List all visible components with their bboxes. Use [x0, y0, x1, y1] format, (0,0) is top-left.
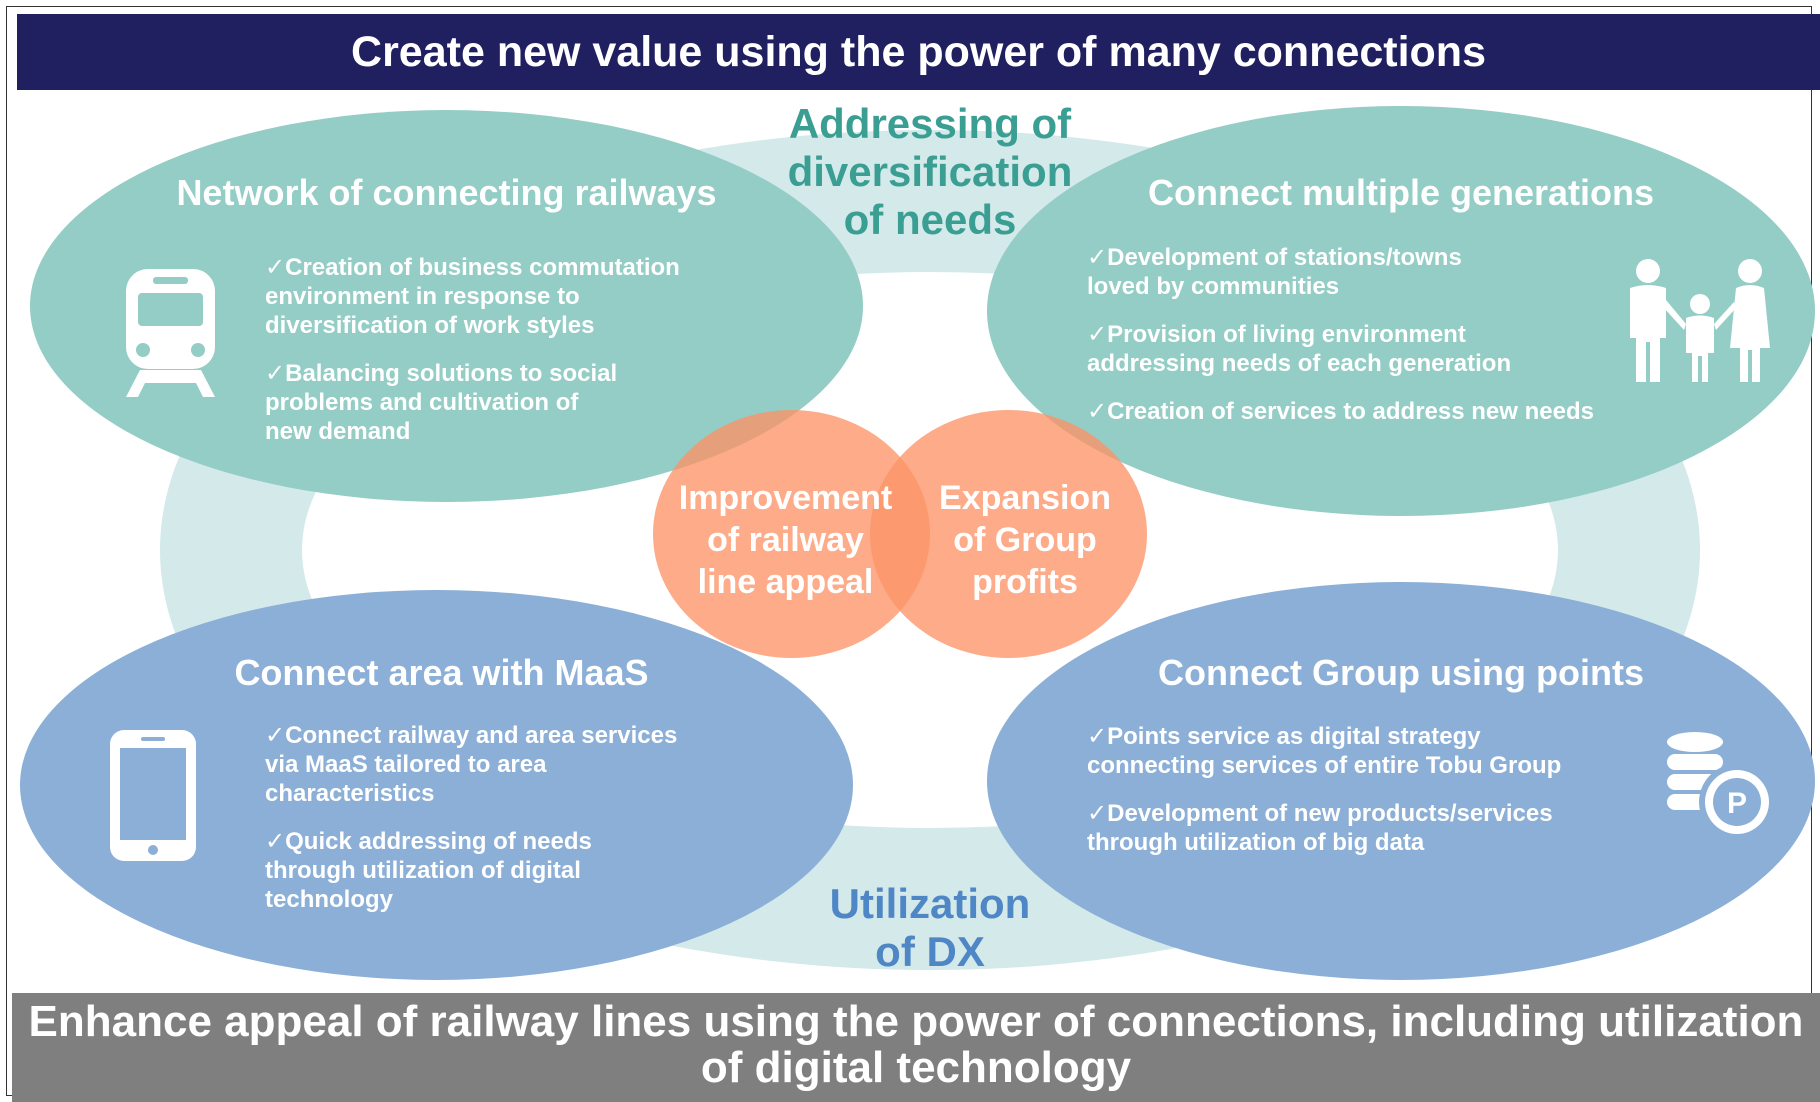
- points-letter: P: [1727, 787, 1747, 820]
- bullet-item: ✓Development of stations/towns loved by …: [1087, 244, 1462, 300]
- circle-group-profits: [870, 410, 1147, 658]
- node-title-maas: Connect area with MaaS: [234, 652, 649, 693]
- center-text-railway-line-appeal: Improvement of railway line appeal: [678, 479, 893, 601]
- bullet-item: ✓Connect railway and area services via M…: [265, 722, 678, 807]
- bullet-list-railways: ✓Creation of business commutation enviro…: [265, 253, 680, 465]
- page-title: Create new value using the power of many…: [351, 27, 1486, 76]
- title-banner: Create new value using the power of many…: [17, 14, 1820, 90]
- family-icon: [1630, 259, 1770, 382]
- coins-points-icon: P: [1667, 732, 1775, 840]
- bullet-item: ✓Balancing solutions to social problems …: [265, 360, 618, 445]
- conclusion-text: Enhance appeal of railway lines using th…: [28, 997, 1804, 1092]
- bullet-item: ✓Development of new products/services th…: [1087, 800, 1553, 856]
- bullet-list-generations: ✓Development of stations/towns loved by …: [1087, 243, 1594, 445]
- bullet-item: ✓Creation of services to address new nee…: [1087, 398, 1594, 425]
- center-text-group-profits: Expansion of Group profits: [939, 479, 1111, 601]
- node-title-generations: Connect multiple generations: [1147, 172, 1655, 213]
- label-diversification-of-needs: Addressing of diversification of needs: [787, 100, 1073, 243]
- bullet-list-points: ✓Points service as digital strategy conn…: [1087, 722, 1561, 876]
- smartphone-icon: [110, 730, 196, 861]
- node-title-railways: Network of connecting railways: [176, 172, 717, 213]
- conclusion-banner: Enhance appeal of railway lines using th…: [12, 993, 1820, 1102]
- bullet-item: ✓Quick addressing of needs through utili…: [265, 828, 592, 913]
- node-title-points: Connect Group using points: [1158, 652, 1644, 693]
- bullet-list-maas: ✓Connect railway and area services via M…: [265, 721, 677, 933]
- bullet-item: ✓Points service as digital strategy conn…: [1087, 723, 1562, 779]
- train-icon: [126, 269, 215, 397]
- bullet-item: ✓Creation of business commutation enviro…: [265, 254, 680, 339]
- bullet-item: ✓Provision of living environment address…: [1087, 321, 1512, 377]
- node-connect-multiple-generations: [987, 106, 1815, 516]
- label-utilization-of-dx: Utilization of DX: [829, 880, 1031, 975]
